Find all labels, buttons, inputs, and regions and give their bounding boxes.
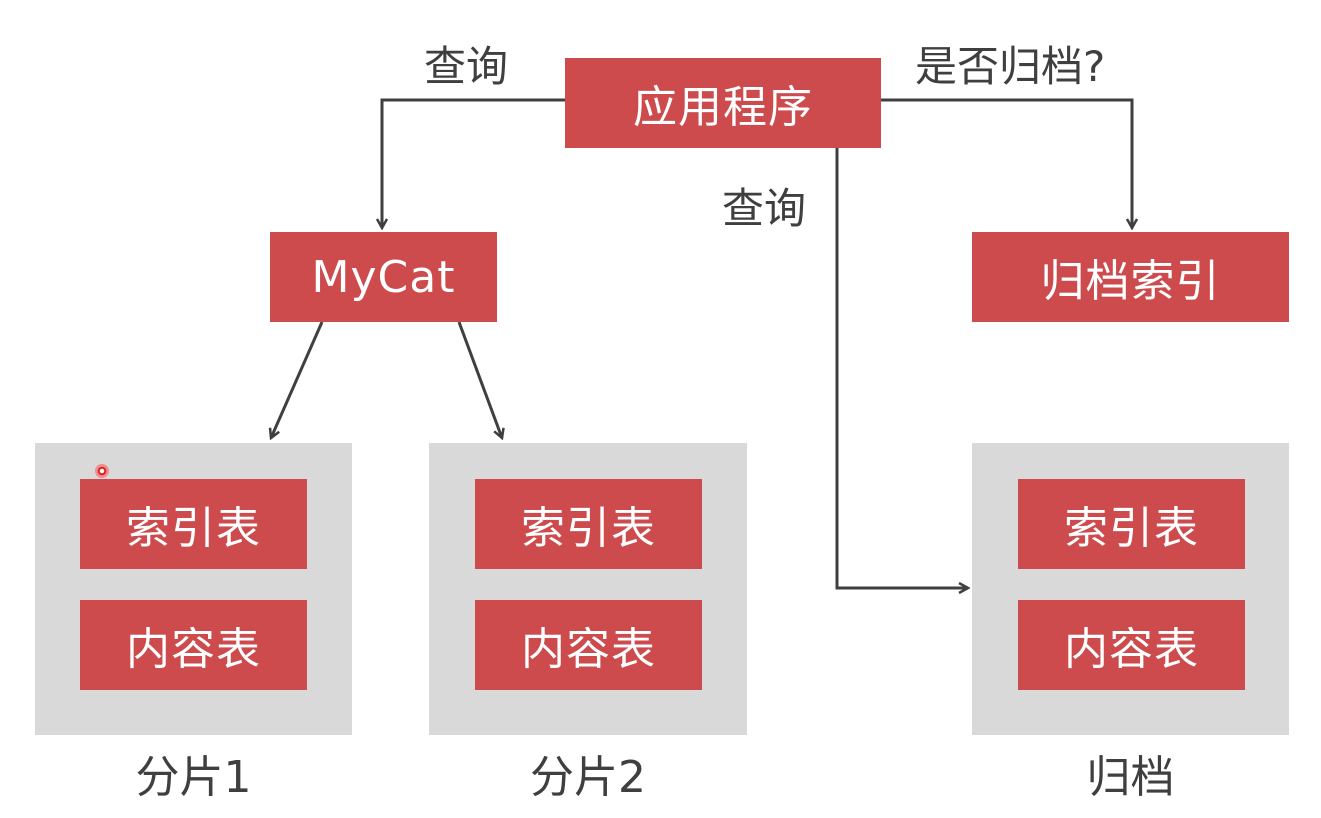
app-node: 应用程序 [565,58,881,148]
archive-index-node: 归档索引 [972,232,1289,322]
archive-caption: 归档 [1086,752,1175,803]
arrow-app-to-archive [835,148,968,588]
edge-label-archived-question: 是否归档? [915,42,1106,91]
shard-2-index-table: 索引表 [475,479,702,569]
shard-2-caption: 分片2 [530,752,646,803]
archive-index-table: 索引表 [1018,479,1245,569]
edge-label-query-left: 查询 [424,42,509,91]
edge-label-query-middle: 查询 [722,184,807,233]
mouse-pointer-icon [95,464,109,478]
arrow-mycat-to-shard1 [271,321,324,438]
arrow-mycat-to-shard2 [457,321,502,438]
shard-1-index-table: 索引表 [80,479,307,569]
shard-1-caption: 分片1 [135,752,252,803]
archive-content-table: 内容表 [1018,600,1245,690]
arrow-app-to-archive-index [880,98,1132,228]
mycat-node: MyCat [270,232,497,322]
arrow-app-to-mycat [382,98,565,228]
shard-1-content-table: 内容表 [80,600,307,690]
shard-2-content-table: 内容表 [475,600,702,690]
